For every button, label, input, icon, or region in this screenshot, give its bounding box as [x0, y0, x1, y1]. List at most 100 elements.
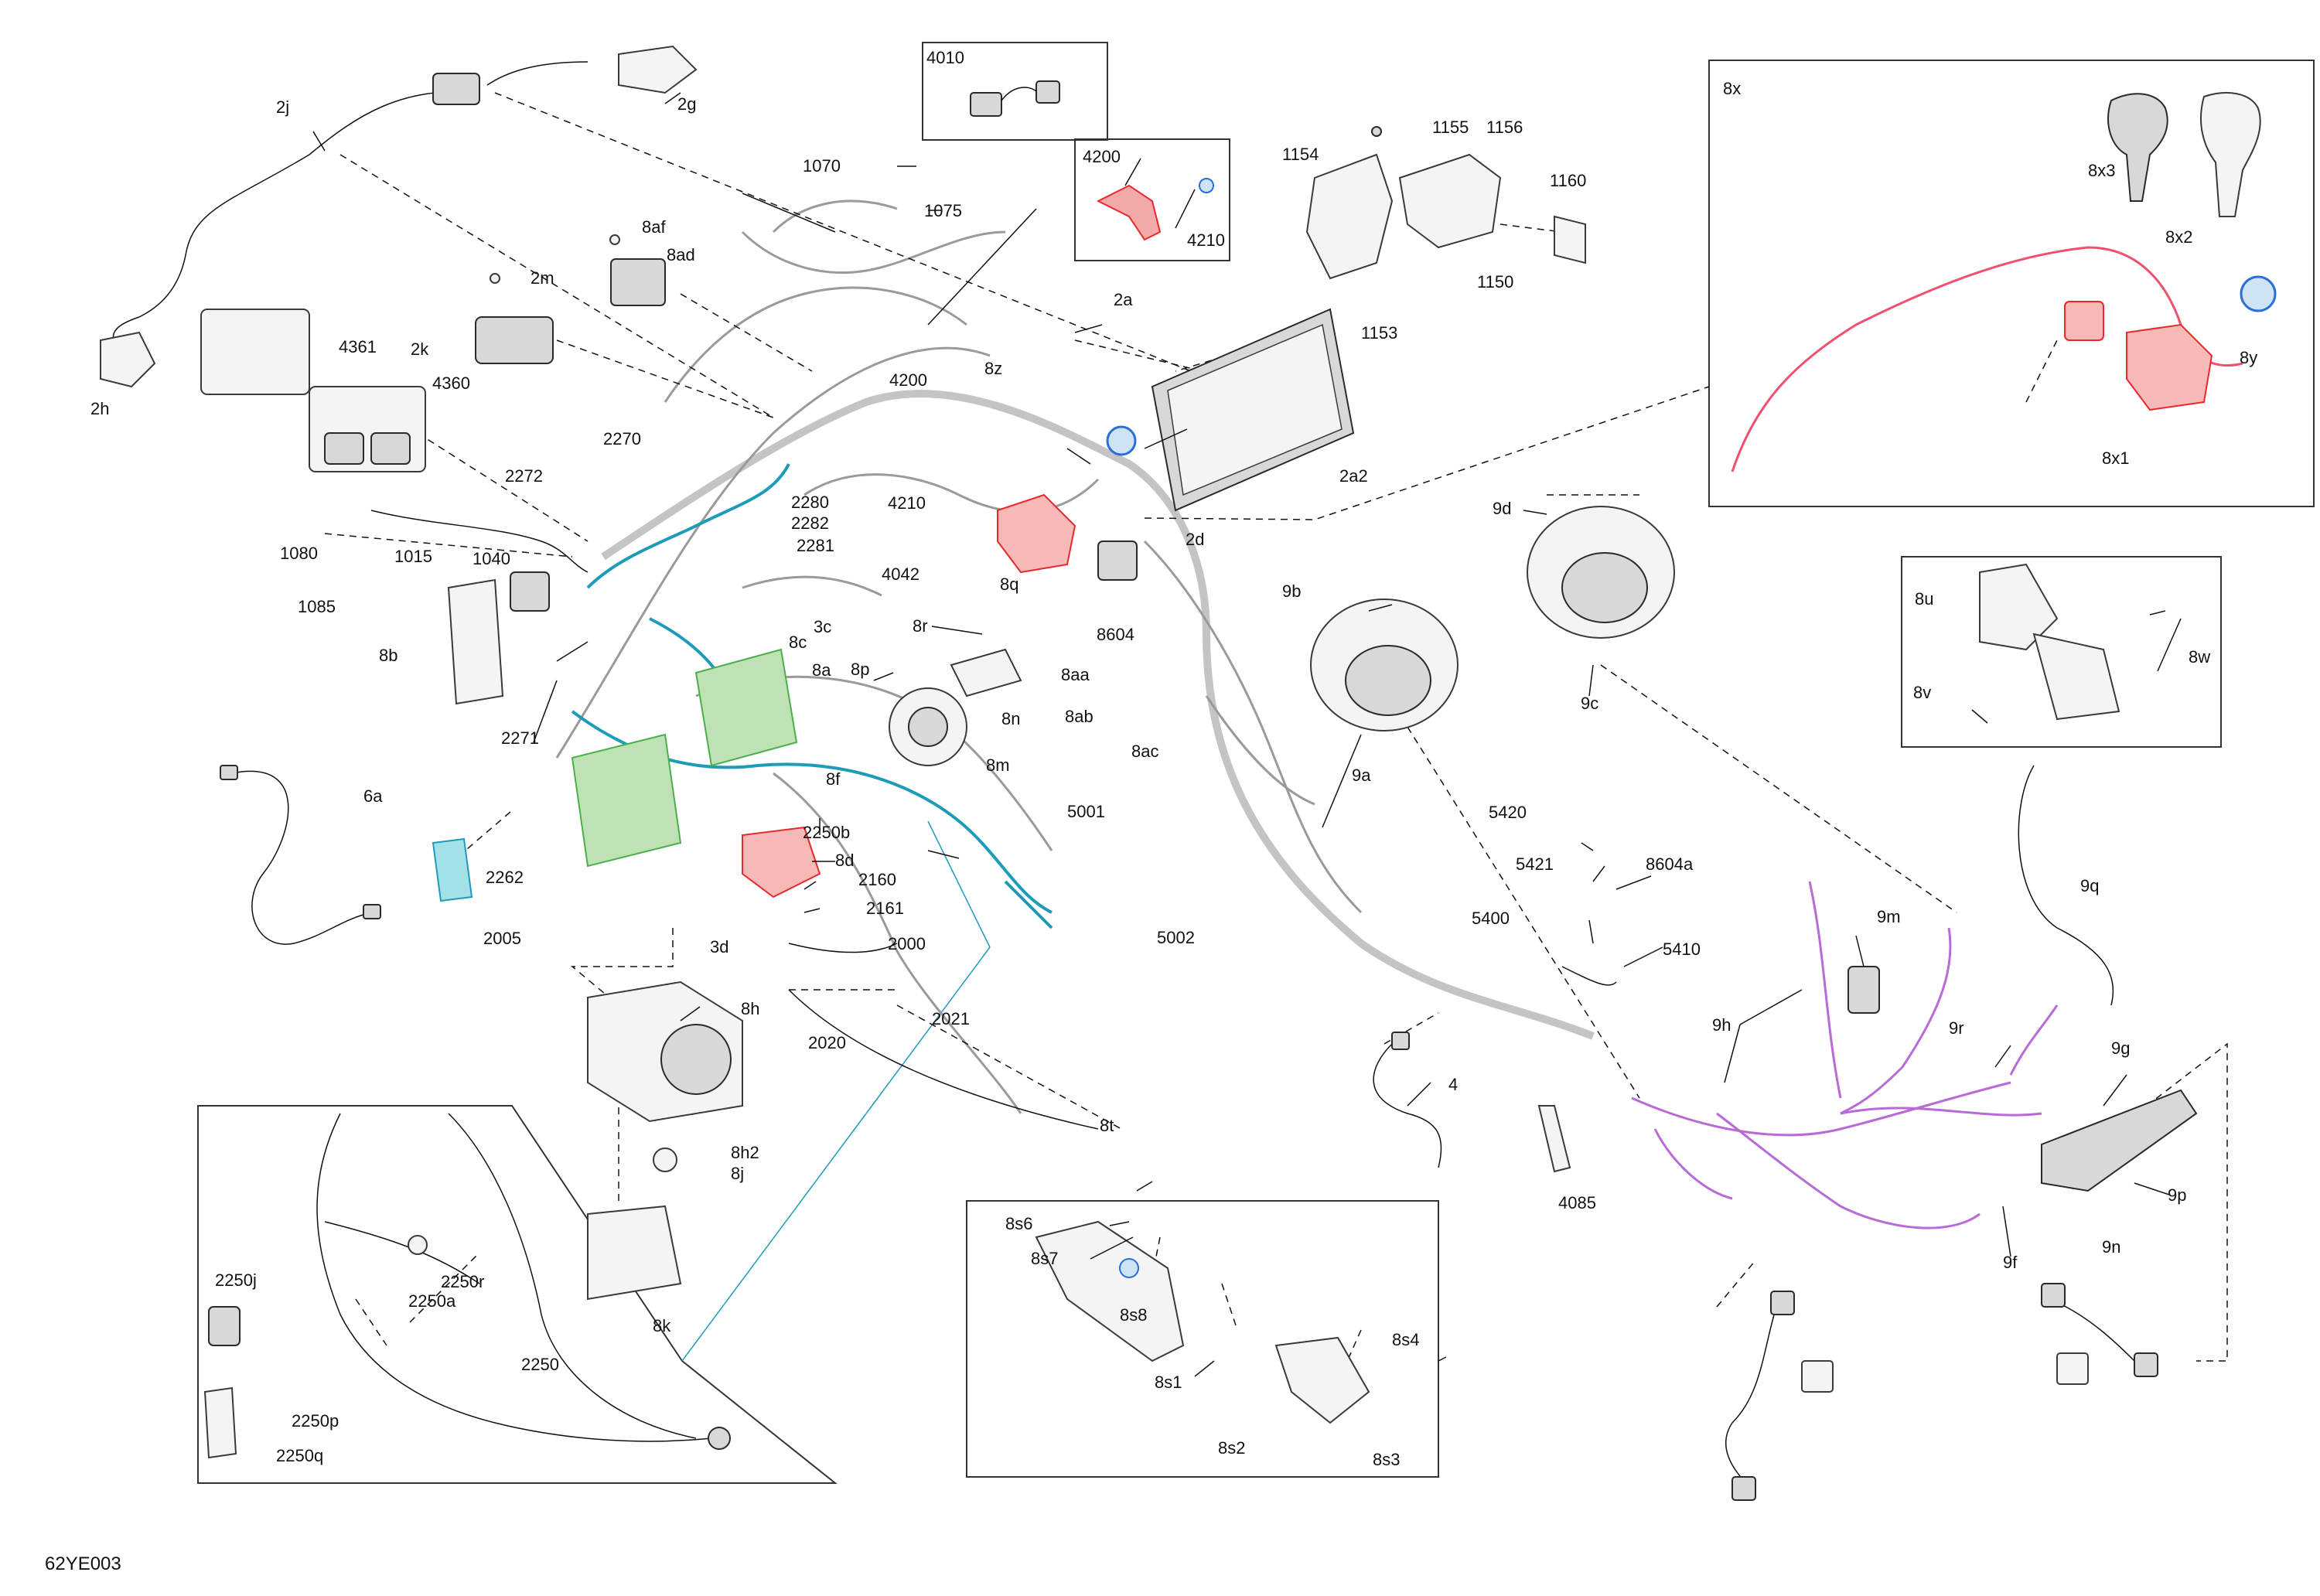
main-wiring-harness: [555, 200, 1595, 1114]
module-4360: [200, 309, 426, 472]
label-4200: 4200: [889, 370, 927, 390]
label-4042: 4042: [882, 564, 919, 584]
label-4210-inset: 4210: [1187, 230, 1225, 250]
label-8q: 8q: [1000, 575, 1018, 594]
label-1015: 1015: [394, 547, 432, 566]
label-8p: 8p: [851, 660, 869, 679]
label-8c: 8c: [789, 633, 807, 652]
label-8d: 8d: [835, 851, 854, 870]
harness-9f: [1725, 1283, 2158, 1501]
label-8v: 8v: [1913, 683, 1931, 702]
label-9d: 9d: [1493, 499, 1511, 518]
label-2g: 2g: [677, 94, 696, 114]
light-9p: [2041, 1089, 2198, 1192]
label-3d: 3d: [710, 937, 728, 957]
bracket-8n: [950, 648, 1022, 697]
inset-box-8s: [966, 1200, 1439, 1478]
bracket-2d: [1097, 541, 1138, 581]
callout-labels: 4010 4200 4210 1070 1075 2j 2g 2h 8af 8a…: [90, 48, 2257, 1469]
label-8ab: 8ab: [1065, 707, 1093, 726]
label-2j: 2j: [276, 97, 289, 117]
label-2160: 2160: [858, 870, 896, 889]
magenta-harness-9h: [1631, 881, 2059, 1229]
label-2a2: 2a2: [1339, 466, 1368, 486]
label-2m: 2m: [531, 268, 554, 288]
cable-2000: [788, 943, 898, 953]
label-8x2: 8x2: [2165, 227, 2192, 247]
module-9m: [1847, 966, 1880, 1014]
label-8a: 8a: [812, 660, 831, 680]
label-8604: 8604: [1097, 625, 1134, 644]
label-2k: 2k: [411, 339, 429, 359]
label-8b: 8b: [379, 646, 397, 665]
label-8af: 8af: [642, 217, 666, 237]
label-8k: 8k: [653, 1316, 671, 1335]
label-8j: 8j: [731, 1164, 744, 1183]
label-1154: 1154: [1282, 145, 1319, 164]
label-8s8: 8s8: [1120, 1305, 1147, 1325]
label-4361: 4361: [339, 337, 377, 356]
label-2250q: 2250q: [276, 1446, 323, 1465]
label-2250b: 2250b: [803, 823, 850, 842]
abs-module-8h: [587, 980, 743, 1172]
label-8s1: 8s1: [1155, 1373, 1182, 1392]
label-2271: 2271: [501, 728, 539, 748]
label-2161: 2161: [866, 899, 904, 918]
label-8x3: 8x3: [2088, 161, 2115, 180]
label-8m: 8m: [986, 755, 1010, 775]
label-2020: 2020: [808, 1033, 846, 1052]
label-2250a: 2250a: [408, 1291, 456, 1311]
inset-box-2250: [197, 1105, 838, 1484]
label-2280: 2280: [791, 493, 829, 512]
label-8r: 8r: [913, 616, 928, 636]
label-2262: 2262: [486, 868, 524, 887]
label-5400: 5400: [1472, 909, 1510, 928]
label-9f: 9f: [2003, 1253, 2018, 1272]
label-1153: 1153: [1361, 323, 1397, 343]
label-5420: 5420: [1489, 803, 1527, 822]
label-9c: 9c: [1581, 694, 1598, 713]
label-4200-inset: 4200: [1083, 147, 1121, 166]
label-9n: 9n: [2102, 1237, 2120, 1257]
housing-1153: [1305, 126, 1586, 280]
label-8s7: 8s7: [1031, 1249, 1058, 1268]
label-2000: 2000: [888, 934, 926, 953]
label-2021: 2021: [932, 1009, 970, 1028]
label-8s6: 8s6: [1005, 1214, 1032, 1233]
cable-1015: [370, 510, 589, 573]
label-8y: 8y: [2240, 348, 2257, 367]
battery-8a: [571, 648, 798, 868]
connector-4: [1391, 1032, 1410, 1050]
ground-strap-5400: [1561, 966, 1617, 986]
label-1150: 1150: [1477, 272, 1513, 292]
label-9h: 9h: [1712, 1015, 1731, 1035]
label-5421: 5421: [1516, 854, 1554, 874]
label-8t: 8t: [1100, 1116, 1114, 1135]
bracket-4200-inset: [1096, 178, 1214, 241]
label-2a: 2a: [1114, 290, 1133, 309]
label-2272: 2272: [505, 466, 543, 486]
cable-2j: [100, 45, 698, 388]
label-8s2: 8s2: [1218, 1438, 1245, 1458]
label-1160: 1160: [1550, 171, 1586, 190]
label-2270: 2270: [603, 429, 641, 448]
label-9a: 9a: [1352, 766, 1371, 785]
sensor-cable-6a: [220, 765, 381, 945]
label-4010: 4010: [926, 48, 964, 67]
actuator-8u: [1979, 563, 2120, 721]
label-8w: 8w: [2189, 647, 2210, 667]
label-2h: 2h: [90, 399, 109, 418]
label-1040: 1040: [473, 549, 510, 568]
label-8ad: 8ad: [667, 245, 695, 264]
key-8x2: [2199, 92, 2261, 217]
label-2281: 2281: [797, 536, 834, 555]
display-2a2: [1151, 308, 1355, 512]
bracket-2262: [432, 837, 473, 902]
inset-box-4010: [922, 42, 1108, 141]
label-6a: 6a: [363, 786, 383, 806]
label-1155: 1155: [1432, 118, 1469, 137]
speaker-9a: [1310, 598, 1459, 732]
label-9r: 9r: [1949, 1018, 1964, 1038]
label-4085: 4085: [1558, 1193, 1596, 1212]
label-9p: 9p: [2168, 1185, 2186, 1205]
